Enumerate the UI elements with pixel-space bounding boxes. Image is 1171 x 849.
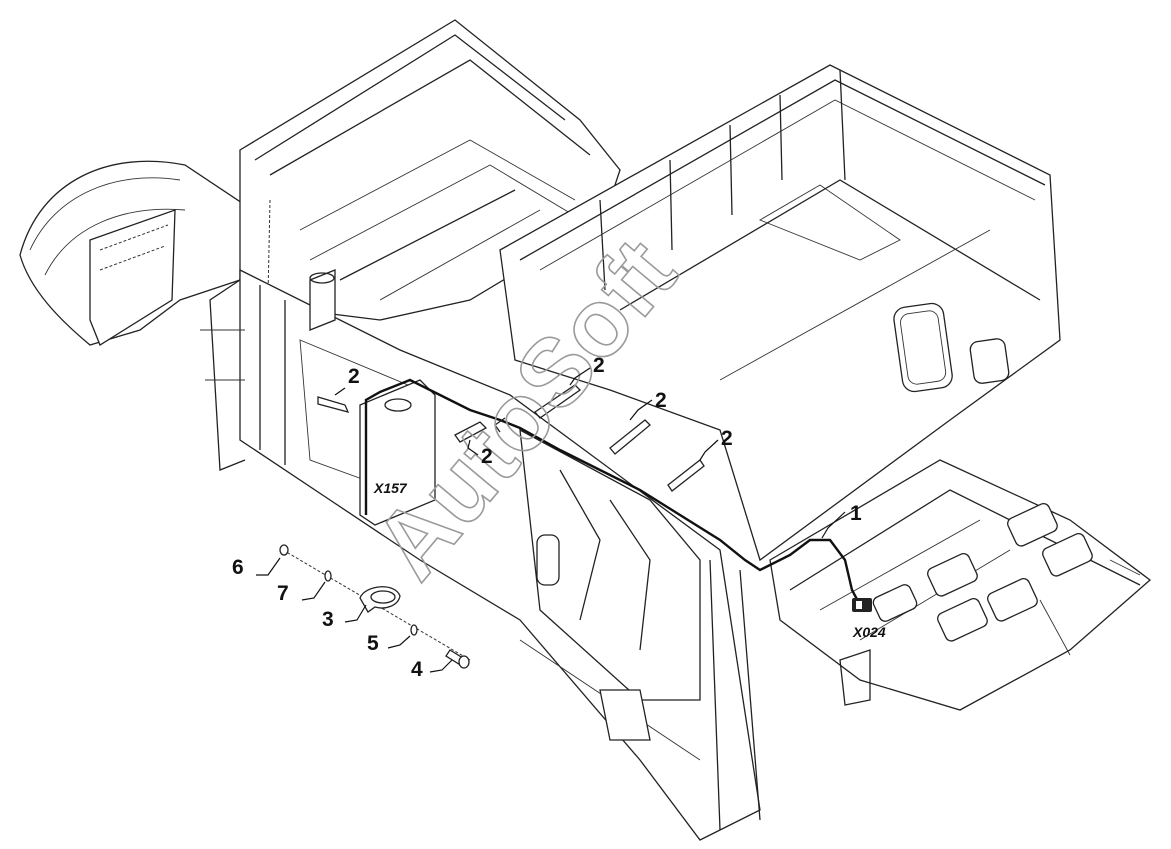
callout-4: 4 [411,658,423,681]
washer-7 [324,570,332,582]
assembly-axis [282,549,471,661]
leader-lines [256,367,846,673]
callout-2-center: 2 [481,445,493,468]
callout-2-upper: 2 [593,354,605,377]
callout-6: 6 [232,556,244,579]
callout-2-right: 2 [721,427,733,450]
clamp-3 [359,586,401,613]
label-x024: X024 [852,624,886,640]
x024-connector [852,598,872,612]
callout-2-left: 2 [348,365,360,388]
tank-box [309,269,436,526]
nut-6 [279,544,289,556]
washer-5 [410,624,418,636]
rear-chute [19,160,246,346]
cable-clips [317,384,705,492]
callout-7: 7 [277,582,289,605]
wiring-harness [364,378,862,606]
callout-5: 5 [367,632,379,655]
callout-2-mid: 2 [655,389,667,412]
fastener-assembly [279,544,471,669]
front-chassis [769,459,1152,711]
callout-1: 1 [850,502,862,525]
label-x157: X157 [373,480,408,496]
grain-tank [499,64,1061,562]
callout-3: 3 [322,608,334,631]
